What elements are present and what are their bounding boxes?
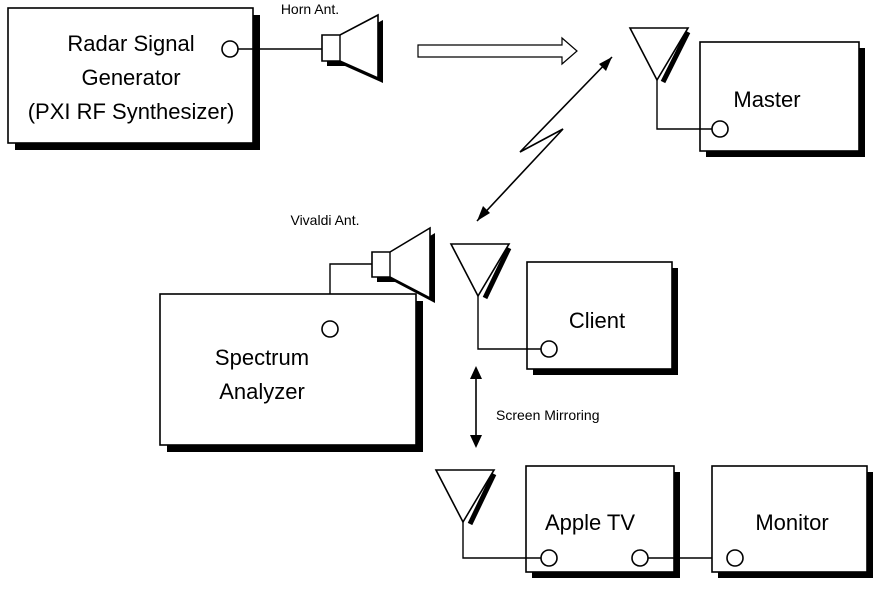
monitor-label: Monitor	[755, 510, 828, 535]
transmission-arrow-icon	[417, 36, 578, 66]
master-antenna-icon	[628, 27, 712, 130]
vivaldi-antenna-label: Vivaldi Ant.	[290, 212, 359, 228]
radar-signal-generator-block: Radar Signal Generator (PXI RF Synthesiz…	[7, 7, 260, 150]
wireless-arrowhead-top	[599, 57, 612, 71]
spectrum-analyzer-block: Spectrum Analyzer	[159, 293, 423, 452]
apple-tv-block: Apple TV	[525, 465, 680, 578]
spectrum-analyzer-port	[321, 320, 339, 338]
master-block: Master	[699, 41, 865, 157]
radar-generator-port	[221, 40, 239, 58]
master-port	[711, 120, 729, 138]
wireless-link-arrow	[476, 56, 613, 222]
apple-tv-label: Apple TV	[545, 510, 635, 535]
wireless-arrowhead-bottom	[477, 206, 490, 221]
screen-mirroring-label: Screen Mirroring	[496, 407, 599, 423]
spectrum-analyzer-line-1: Spectrum	[215, 345, 309, 370]
monitor-port	[726, 549, 744, 567]
radar-generator-line-3: (PXI RF Synthesizer)	[28, 99, 235, 124]
client-block: Client	[526, 261, 678, 375]
apple-tv-output-port	[631, 549, 649, 567]
mirroring-arrowhead-top	[470, 366, 482, 379]
horn-antenna-label: Horn Ant.	[281, 1, 339, 17]
mirroring-arrowhead-bottom	[470, 435, 482, 448]
master-label: Master	[733, 87, 800, 112]
apple-tv-input-port	[540, 549, 558, 567]
monitor-block: Monitor	[711, 465, 873, 578]
spectrum-analyzer-line-2: Analyzer	[219, 379, 305, 404]
radar-generator-line-2: Generator	[81, 65, 180, 90]
client-antenna-icon	[449, 243, 541, 350]
vivaldi-antenna-icon	[371, 226, 435, 303]
horn-antenna-icon	[321, 13, 383, 83]
apple-tv-antenna-icon	[434, 469, 541, 559]
client-label: Client	[569, 308, 625, 333]
client-port	[540, 340, 558, 358]
radar-generator-line-1: Radar Signal	[67, 31, 194, 56]
